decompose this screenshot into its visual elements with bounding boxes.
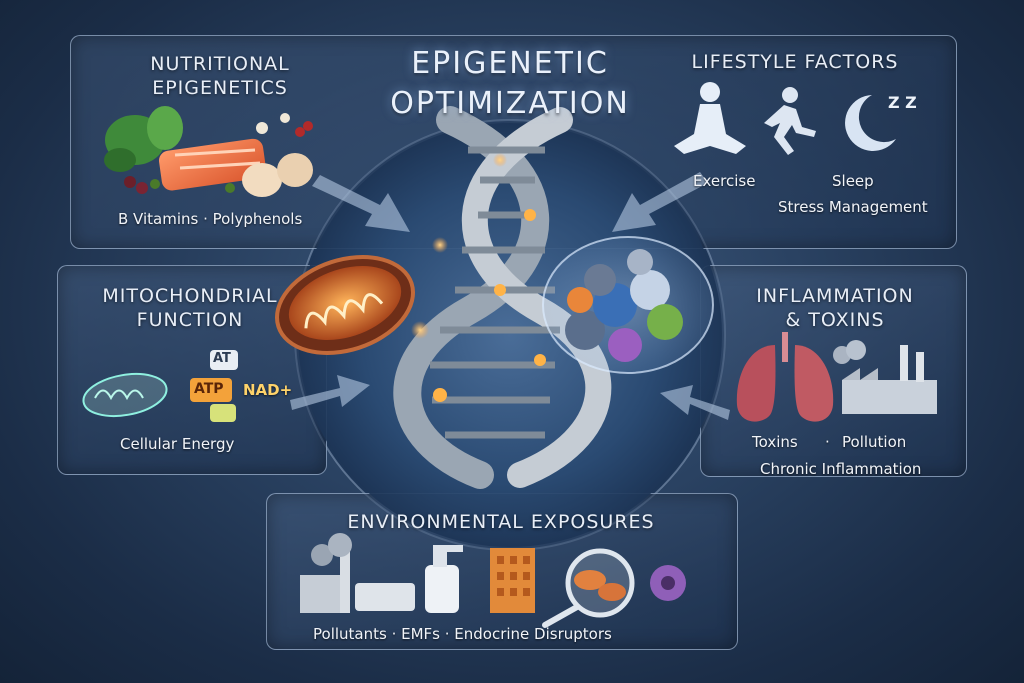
nad-label: NAD+: [243, 381, 293, 399]
moon-icon: [845, 95, 896, 151]
lifestyle-title: LIFESTYLE FACTORS: [691, 51, 899, 73]
at-badge-bg: [210, 350, 238, 370]
inflammation-title-line2: & TOXINS: [785, 309, 885, 331]
pollution-label: Pollution: [842, 433, 907, 451]
stress-label: Stress Management: [778, 198, 928, 216]
building-icon: [490, 548, 535, 613]
mitochondrion-icon: [274, 255, 416, 355]
arrow-nutrition: [312, 175, 410, 232]
environmental-title: ENVIRONMENTAL EXPOSURES: [347, 511, 655, 533]
food-icon: [104, 106, 313, 197]
toxins-label: Toxins: [752, 433, 798, 451]
nucleus-icon: [542, 236, 714, 374]
arrow-mito: [290, 375, 370, 410]
nutritional-title-line1: NUTRITIONAL: [150, 53, 290, 75]
atp-badge-bg: [190, 378, 232, 402]
mitochondrial-title-line1: MITOCHONDRIAL: [102, 285, 278, 307]
pollutants-icon: [300, 533, 415, 613]
factory-icon: [833, 340, 937, 414]
mito-small-icon: [82, 372, 168, 418]
cell-icon: [650, 565, 686, 601]
dna-helix-icon: [393, 106, 612, 489]
mitochondrial-title: MITOCHONDRIAL FUNCTION: [70, 284, 310, 332]
running-icon: [764, 87, 816, 155]
inflammation-title-line1: INFLAMMATION: [756, 285, 914, 307]
at-label: AT: [213, 351, 231, 366]
nutritional-caption: B Vitamins · Polyphenols: [118, 210, 303, 228]
arrow-lifestyle: [612, 172, 708, 232]
arrow-inflammation: [660, 385, 730, 420]
main-title: EPIGENETIC OPTIMIZATION: [330, 44, 690, 124]
arrows: [290, 172, 730, 420]
lungs-icon: [736, 332, 834, 422]
c-badge-bg: [210, 404, 236, 422]
separator-dot: ·: [825, 433, 830, 451]
main-title-line1: EPIGENETIC: [411, 46, 609, 81]
main-title-line2: OPTIMIZATION: [390, 86, 630, 121]
nutritional-title: NUTRITIONAL EPIGENETICS: [100, 52, 340, 100]
sleep-label: Sleep: [832, 172, 874, 190]
exercise-label: Exercise: [693, 172, 756, 190]
meditation-icon: [674, 82, 746, 154]
mitochondrial-title-line2: FUNCTION: [136, 309, 244, 331]
sleep-z-icon: Z Z: [888, 93, 917, 112]
cellular-energy-label: Cellular Energy: [120, 435, 235, 453]
nutritional-title-line2: EPIGENETICS: [152, 77, 288, 99]
magnifier-icon: [542, 548, 635, 628]
spray-bottle-icon: [425, 545, 463, 613]
environmental-caption: Pollutants · EMFs · Endocrine Disruptors: [313, 625, 612, 643]
inflammation-title: INFLAMMATION & TOXINS: [715, 284, 955, 332]
chronic-label: Chronic Inflammation: [760, 460, 922, 478]
atp-label: ATP: [194, 381, 224, 397]
